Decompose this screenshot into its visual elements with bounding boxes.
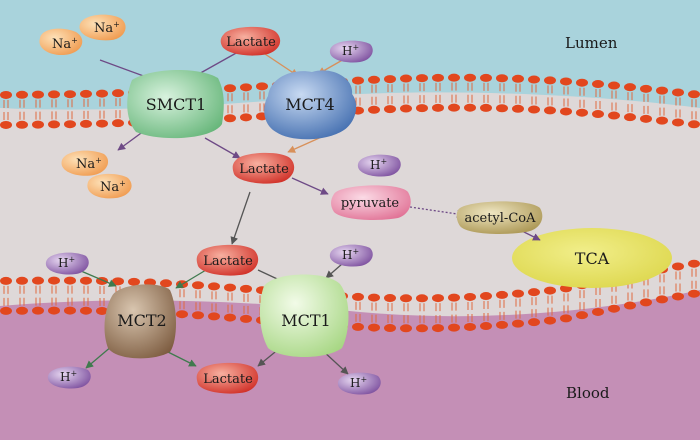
svg-text:Lactate: Lactate	[203, 254, 253, 269]
arrow-smct1-to-lactate	[204, 137, 241, 159]
proton: H+	[357, 154, 401, 177]
svg-text:Lactate: Lactate	[239, 162, 289, 177]
tca-label: TCA	[575, 249, 610, 268]
arrow-lactate-to-mct4	[261, 51, 299, 77]
blood-label: Blood	[566, 384, 610, 402]
sodium-ion: Na+	[87, 173, 132, 199]
svg-text:Na+: Na+	[76, 156, 102, 172]
lactate-molecule: Lactate	[196, 362, 259, 394]
lactate-molecule: Lactate	[196, 244, 259, 276]
svg-text:H+: H+	[60, 369, 77, 384]
arrow-pyruvate-to-acetylcoa	[409, 206, 465, 218]
pyruvate-molecule: pyruvate	[331, 185, 411, 220]
smct1-transporter	[127, 69, 224, 139]
svg-text:Na+: Na+	[52, 36, 78, 52]
svg-text:Lactate: Lactate	[226, 35, 276, 50]
proton: H+	[47, 366, 91, 389]
lactate-molecule: Lactate	[220, 26, 281, 56]
tca-cycle	[512, 228, 672, 288]
proton: H+	[337, 372, 381, 395]
proton: H+	[45, 252, 89, 275]
arrows	[73, 51, 541, 375]
svg-text:H+: H+	[342, 247, 359, 262]
mct1-transporter	[259, 274, 349, 357]
arrow-mct2-to-h	[85, 345, 113, 369]
sodium-ion: Na+	[39, 28, 83, 56]
arrow-lactate-down	[230, 191, 251, 245]
mct4-label: MCT4	[285, 95, 334, 114]
mct1-label: MCT1	[281, 311, 330, 330]
svg-text:H+: H+	[370, 157, 387, 172]
svg-text:H+: H+	[58, 255, 75, 270]
svg-text:Na+: Na+	[94, 20, 120, 36]
mct4-transporter	[264, 70, 357, 140]
proton: H+	[329, 244, 373, 267]
smct1-label: SMCT1	[146, 95, 206, 114]
svg-text:H+: H+	[342, 43, 359, 58]
arrow-h-to-mct1	[325, 263, 343, 279]
sodium-ion: Na+	[61, 150, 109, 176]
svg-text:H+: H+	[350, 375, 367, 390]
svg-text:Na+: Na+	[100, 179, 126, 195]
svg-text:acetyl-CoA: acetyl-CoA	[464, 211, 536, 226]
arrow-lactate-to-pyruvate	[291, 177, 329, 195]
mct2-transporter	[104, 284, 176, 359]
lactate-molecule: Lactate	[232, 152, 295, 184]
svg-text:pyruvate: pyruvate	[341, 196, 400, 211]
acetyl-coa-molecule: acetyl-CoA	[456, 201, 543, 234]
proton: H+	[329, 40, 373, 63]
lumen-label: Lumen	[565, 34, 618, 52]
mct2-label: MCT2	[117, 311, 166, 330]
svg-text:Lactate: Lactate	[203, 372, 253, 387]
sodium-ion: Na+	[79, 14, 126, 41]
arrow-lactate-to-mct2	[175, 269, 207, 289]
